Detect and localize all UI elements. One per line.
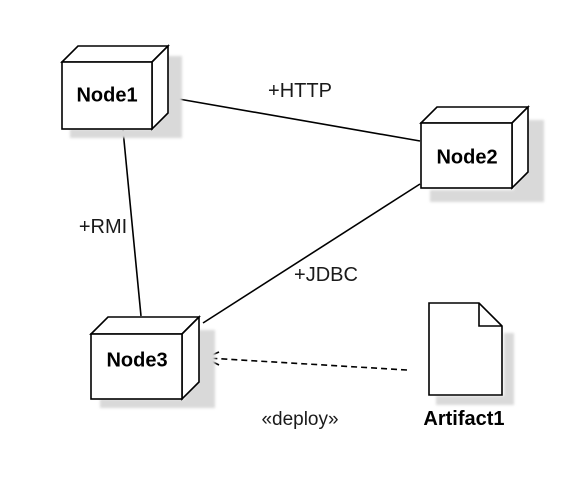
edge-node2-node3-jdbc[interactable] [202,183,421,324]
edge-node1-node2-http[interactable] [172,97,421,142]
node-node3[interactable]: Node3 [89,315,215,408]
node3-label: Node3 [106,349,167,371]
node2-label: Node2 [436,146,497,168]
node1-label: Node1 [76,84,137,106]
edge-node1-node3-rmi[interactable] [122,129,142,317]
artifact1-label: Artifact1 [423,408,504,430]
artifact-shadow [436,333,514,405]
deploy-edge-label: «deploy» [261,409,338,430]
http-edge-label: +HTTP [268,80,332,102]
node-node1[interactable]: Node1 [60,44,182,138]
node-node2[interactable]: Node2 [419,105,544,202]
jdbc-edge-label: +JDBC [294,264,358,286]
edge-artifact-node3-deploy[interactable] [203,351,408,371]
artifact-document-icon [428,302,503,396]
rmi-edge-label: +RMI [79,216,127,238]
artifact-artifact1[interactable]: Artifact1 [423,302,514,430]
